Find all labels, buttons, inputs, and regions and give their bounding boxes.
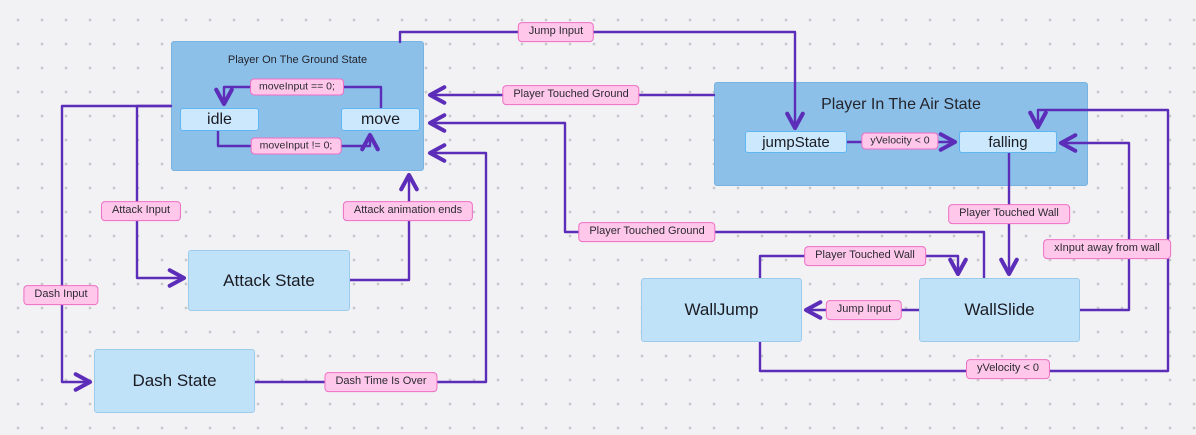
edge-label-player-touched-ground-top[interactable]: Player Touched Ground — [502, 85, 640, 105]
edge-player-touched-ground-mid-line[interactable] — [427, 113, 986, 280]
state-jumpstate[interactable]: jumpState — [745, 131, 847, 153]
edge-label-yvelocity-inner[interactable]: yVelocity < 0 — [861, 132, 939, 150]
state-idle[interactable]: idle — [180, 108, 259, 131]
state-attack[interactable]: Attack State — [188, 250, 350, 311]
edge-label-player-touched-wall-upper[interactable]: Player Touched Wall — [948, 204, 1070, 224]
state-move[interactable]: move — [341, 108, 420, 131]
edge-label-player-touched-wall-lower[interactable]: Player Touched Wall — [804, 246, 926, 266]
edge-xinput-away-from-wall-line[interactable] — [1058, 133, 1131, 312]
group-title-air: Player In The Air State — [821, 96, 981, 113]
edge-label-moveinput-ne-0[interactable]: moveInput != 0; — [250, 137, 342, 155]
edge-label-dash-input[interactable]: Dash Input — [23, 285, 99, 305]
edge-label-attack-animation-ends[interactable]: Attack animation ends — [342, 201, 474, 221]
edge-label-jump-input-top[interactable]: Jump Input — [517, 22, 595, 42]
group-title-ground: Player On The Ground State — [227, 54, 368, 66]
edge-jump-input-top-line[interactable] — [398, 30, 805, 131]
edge-label-yvelocity-bottom[interactable]: yVelocity < 0 — [965, 359, 1051, 379]
edge-label-attack-input[interactable]: Attack Input — [100, 201, 182, 221]
edge-label-jump-input-lower[interactable]: Jump Input — [825, 300, 903, 320]
state-dash[interactable]: Dash State — [94, 349, 255, 413]
edge-label-dash-time-is-over[interactable]: Dash Time Is Over — [324, 372, 438, 392]
edge-attack-input-line[interactable] — [135, 104, 187, 288]
state-walljump[interactable]: WallJump — [641, 278, 802, 342]
edge-label-player-touched-ground-mid[interactable]: Player Touched Ground — [578, 222, 716, 242]
edge-attack-animation-ends-line[interactable] — [348, 172, 419, 282]
edge-label-xinput-away-from-wall[interactable]: xInput away from wall — [1043, 239, 1171, 259]
edge-label-moveinput-eq-0[interactable]: moveInput == 0; — [250, 78, 344, 96]
state-wallslide[interactable]: WallSlide — [919, 278, 1080, 342]
edge-dash-input-line[interactable] — [60, 104, 173, 392]
state-falling[interactable]: falling — [959, 131, 1057, 153]
